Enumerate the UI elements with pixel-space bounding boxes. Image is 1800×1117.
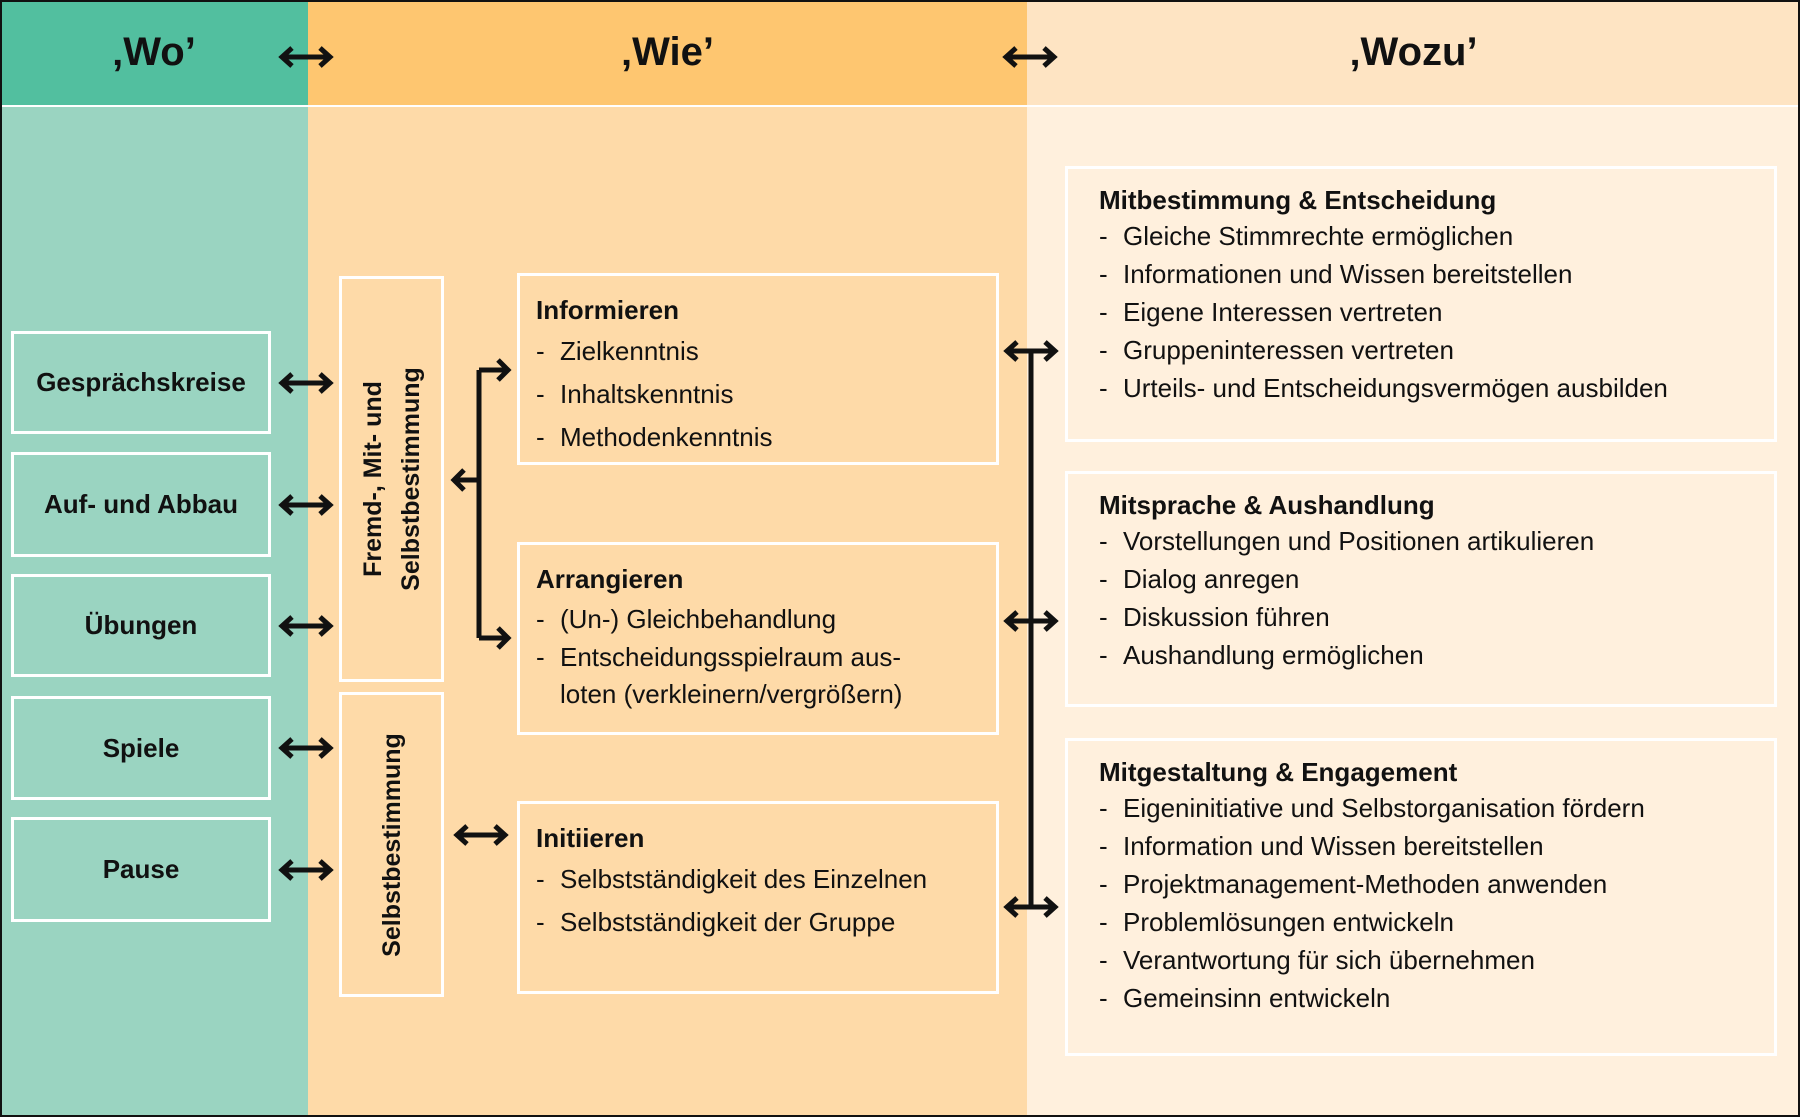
- wozu-box-mitgestaltung: Mitgestaltung & Engagement Eigeninitiati…: [1065, 738, 1777, 1056]
- list-item: Information und Wissen bereitstellen: [1099, 827, 1758, 865]
- list-item: Aushandlung ermöglichen: [1099, 636, 1758, 674]
- wo-item-gespraechskreise: Gesprächskreise: [11, 331, 271, 434]
- wozu-header: ‚Wozu’: [1027, 0, 1800, 107]
- wie-box-informieren: Informieren ZielkenntnisInhaltskenntnisM…: [517, 273, 999, 465]
- list-item: Eigene Interessen vertreten: [1099, 293, 1758, 331]
- box-title: Mitgestaltung & Engagement: [1099, 757, 1458, 787]
- list-item: Gleiche Stimmrechte ermöglichen: [1099, 217, 1758, 255]
- wo-item-auf-und-abbau: Auf- und Abbau: [11, 452, 271, 557]
- list-item: Problemlösungen entwickeln: [1099, 903, 1758, 941]
- list-item: (Un-) Gleichbehandlung: [536, 599, 980, 639]
- wo-item-pause: Pause: [11, 817, 271, 922]
- list-item: Zielkenntnis: [536, 330, 980, 373]
- list-item: Diskussion führen: [1099, 598, 1758, 636]
- wie-header: ‚Wie’: [308, 0, 1027, 107]
- box-title: Initiieren: [536, 823, 645, 853]
- list-item: Selbstständigkeit des Einzelnen: [536, 858, 980, 901]
- list-item: Eigeninitiative und Selbstorganisation f…: [1099, 789, 1758, 827]
- list-item: Verantwortung für sich übernehmen: [1099, 941, 1758, 979]
- wie-box-arrangieren: Arrangieren (Un-) GleichbehandlungEntsch…: [517, 542, 999, 735]
- wo-item-spiele: Spiele: [11, 696, 271, 800]
- list-item: Projektmanagement-Methoden anwenden: [1099, 865, 1758, 903]
- list-item: Gruppeninteressen vertreten: [1099, 331, 1758, 369]
- wo-column: [0, 0, 308, 1117]
- self-determination-box: Selbstbestimmung: [339, 692, 444, 997]
- list-item: Selbstständigkeit der Gruppe: [536, 901, 980, 944]
- list-item: Dialog anregen: [1099, 560, 1758, 598]
- box-title: Mitbestimmung & Entscheidung: [1099, 185, 1497, 215]
- box-title: Arrangieren: [536, 564, 684, 594]
- list-item: Entscheidungsspielraum aus- loten (verkl…: [536, 639, 980, 713]
- wozu-box-mitbestimmung: Mitbestimmung & Entscheidung Gleiche Sti…: [1065, 166, 1777, 442]
- list-item: Methodenkenntnis: [536, 416, 980, 459]
- list-item: Urteils- und Entscheidungsvermögen ausbi…: [1099, 369, 1758, 407]
- list-item: Gemeinsinn entwickeln: [1099, 979, 1758, 1017]
- arrow-left-icon: [450, 468, 476, 492]
- wo-item-uebungen: Übungen: [11, 574, 271, 677]
- wie-box-initiieren: Initiieren Selbstständigkeit des Einzeln…: [517, 801, 999, 994]
- wozu-box-mitsprache: Mitsprache & Aushandlung Vorstellungen u…: [1065, 471, 1777, 707]
- list-item: Vorstellungen und Positionen artikuliere…: [1099, 522, 1758, 560]
- box-title: Informieren: [536, 295, 680, 325]
- wo-header: ‚Wo’: [0, 0, 308, 107]
- list-item: Inhaltskenntnis: [536, 373, 980, 416]
- box-title: Mitsprache & Aushandlung: [1099, 490, 1435, 520]
- list-item: Informationen und Wissen bereitstellen: [1099, 255, 1758, 293]
